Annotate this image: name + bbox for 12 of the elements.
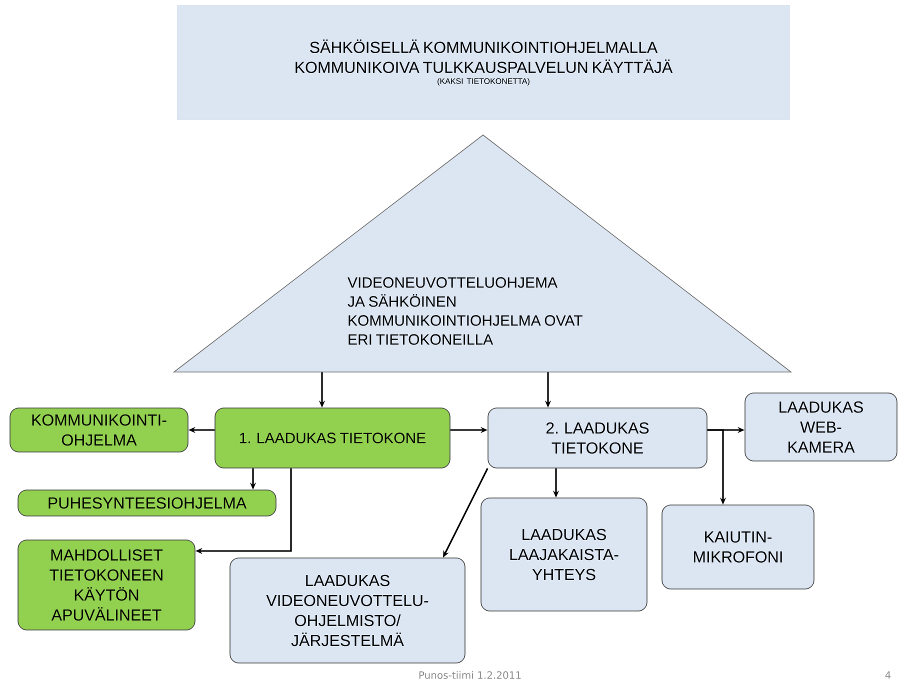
process-box: 2. LAADUKAS TIETOKONE bbox=[488, 408, 708, 468]
footer-text: Punos-tiimi 1.2.2011 bbox=[419, 671, 521, 679]
title-box: SÄHKÖISELLÄ KOMMUNIKOINTIOHJELMALLA KOMMUNIKOIVA TULKKAUSPALVELUN KÄYTTÄJÄ (KAKSI TIETOKONETTA) bbox=[177, 5, 790, 120]
process-box: PUHESYNTEESIOHJELMA bbox=[18, 490, 276, 516]
process-box: LAADUKAS WEB- KAMERA bbox=[744, 392, 898, 462]
process-box: KOMMUNIKOINTI- OHJELMA bbox=[10, 408, 188, 452]
process-box: LAADUKAS VIDEONEUVOTTELU- OHJELMISTO/ JÄRJESTELMÄ bbox=[230, 558, 466, 664]
process-box: 1. LAADUKAS TIETOKONE bbox=[214, 408, 450, 468]
page-number: 4 bbox=[885, 671, 891, 679]
process-box: KAIUTIN- MIKROFONI bbox=[662, 504, 814, 590]
process-box: LAADUKAS LAAJAKAISTA- YHTEYS bbox=[480, 498, 648, 612]
process-box: MAHDOLLISET TIETOKONEEN KÄYTÖN APUVÄLINEET bbox=[18, 540, 196, 630]
